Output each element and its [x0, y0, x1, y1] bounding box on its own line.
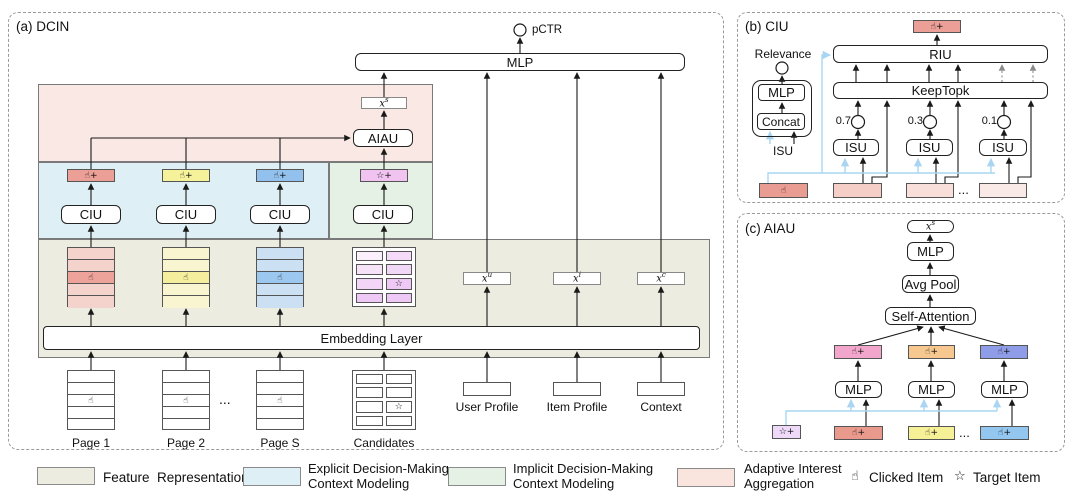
context-box [637, 382, 685, 396]
pages-ellipsis: ... [219, 391, 231, 407]
aiau-col-mlp-2: MLP [908, 381, 955, 398]
ciu-box-1: CIU [61, 205, 121, 224]
relevance-node [775, 61, 789, 75]
clicked-item-box-b: ☝ [759, 183, 808, 198]
isu-mlp-box: MLP [758, 84, 805, 101]
fused-interest-box-1: ☝+ [834, 345, 882, 359]
xu-box: xu [463, 272, 511, 285]
interest-input-box-c2: ☝+ [908, 426, 955, 440]
legend-feature-swatch [37, 467, 95, 485]
page-item-box-b3 [979, 183, 1027, 198]
concat-box: Concat [757, 113, 805, 130]
pageS-embedding-stack: ☝ [256, 247, 304, 308]
pageS-input-stack: ☝ [256, 370, 304, 430]
interest-box-page2: ☝+ [162, 169, 210, 182]
ciu-output-box: ☝+ [913, 20, 961, 33]
keeptopk-box: KeepTopk [833, 82, 1048, 99]
legend-implicit-label: Implicit Decision-Making Context Modelin… [513, 461, 654, 491]
panel-c-title: (c) AIAU [745, 221, 796, 236]
candidates-input-grid: ☆ [352, 370, 416, 430]
legend-explicit-label: Explicit Decision-Making Context Modelin… [308, 461, 449, 491]
embedding-layer-box: Embedding Layer [43, 326, 700, 350]
page2-label: Page 2 [166, 436, 206, 450]
items-ellipsis-c: ... [959, 425, 970, 440]
interest-input-box-c1: ☝+ [834, 426, 883, 440]
score-node-1 [850, 114, 866, 130]
ciu-box-2: CIU [156, 205, 216, 224]
legend-implicit-swatch [448, 467, 506, 486]
fused-interest-box-3: ☝+ [980, 345, 1028, 359]
interest-box-page1: ☝+ [67, 169, 115, 182]
target-item-icon: ☆ [394, 278, 403, 289]
item-profile-box [553, 382, 601, 396]
legend-explicit-swatch [243, 467, 301, 486]
item-profile-label: Item Profile [546, 400, 608, 414]
legend-target-label: Target Item [973, 470, 1041, 485]
target-item-icon-legend: ☆ [954, 469, 966, 484]
self-attention-box: Self-Attention [885, 307, 976, 325]
xs-box-c: xs [907, 220, 954, 233]
interest-input-box-c3: ☝+ [980, 426, 1029, 440]
page1-label: Page 1 [71, 436, 111, 450]
aiau-col-mlp-3: MLP [981, 381, 1028, 398]
avg-pool-box: Avg Pool [902, 275, 959, 293]
candidates-label: Candidates [353, 436, 415, 450]
mlp-box-a: MLP [355, 53, 685, 71]
page2-input-stack: ☝ [162, 370, 210, 430]
panel-a-title: (a) DCIN [16, 19, 70, 34]
user-profile-box [463, 382, 511, 396]
page1-embedding-stack: ☝ [67, 247, 115, 308]
ciu-box-3: CIU [250, 205, 310, 224]
aiau-mlp-box: MLP [907, 242, 954, 261]
page-item-box-b1 [833, 183, 882, 198]
page-item-box-b2 [906, 183, 954, 198]
xi-box: xi [553, 272, 601, 285]
legend-feature-label: Feature Representation [103, 470, 249, 485]
interest-box-target: ☆+ [360, 169, 408, 182]
relevance-label: Relevance [754, 47, 812, 61]
aiau-box: AIAU [353, 129, 413, 147]
isu-box-1: ISU [833, 139, 879, 156]
riu-box: RIU [833, 45, 1048, 63]
fused-interest-box-2: ☝+ [908, 345, 955, 359]
user-profile-label: User Profile [455, 400, 519, 414]
items-ellipsis-b: ... [958, 182, 969, 197]
clicked-item-icon: ☝ [851, 469, 859, 484]
panel-b-ciu [737, 12, 1065, 203]
score-label-1: 0.7 [835, 115, 851, 127]
candidates-embedding-grid: ☆ [352, 247, 416, 307]
legend-adaptive-swatch [677, 468, 735, 487]
interest-box-pageS: ☝+ [256, 169, 304, 182]
page2-embedding-stack: ☝ [162, 247, 210, 308]
pctr-node [513, 23, 527, 37]
score-label-3: 0.1 [981, 115, 997, 127]
panel-c-aiau [737, 213, 1065, 452]
xs-box-a: xs [361, 96, 407, 109]
target-input-box-c: ☆+ [772, 425, 801, 439]
isu-caption: ISU [772, 144, 794, 158]
pctr-label: pCTR [532, 24, 563, 36]
ciu-box-4: CIU [353, 205, 413, 224]
panel-a-dcin [8, 12, 724, 450]
context-label: Context [640, 400, 682, 414]
panel-b-title: (b) CIU [745, 19, 789, 34]
legend-clicked-label: Clicked Item [869, 470, 944, 485]
isu-detail-container [752, 80, 812, 137]
score-node-3 [996, 114, 1012, 130]
aiau-col-mlp-1: MLP [835, 381, 882, 398]
score-node-2 [922, 114, 938, 130]
legend-adaptive-label: Adaptive Interest Aggregation [744, 461, 842, 491]
isu-box-2: ISU [906, 139, 953, 156]
score-label-2: 0.3 [907, 115, 923, 127]
isu-box-3: ISU [979, 139, 1027, 156]
xc-box: xc [637, 272, 685, 285]
page1-input-stack: ☝ [67, 370, 115, 430]
pageS-label: Page S [260, 436, 300, 450]
target-item-icon: ☆ [394, 401, 403, 412]
